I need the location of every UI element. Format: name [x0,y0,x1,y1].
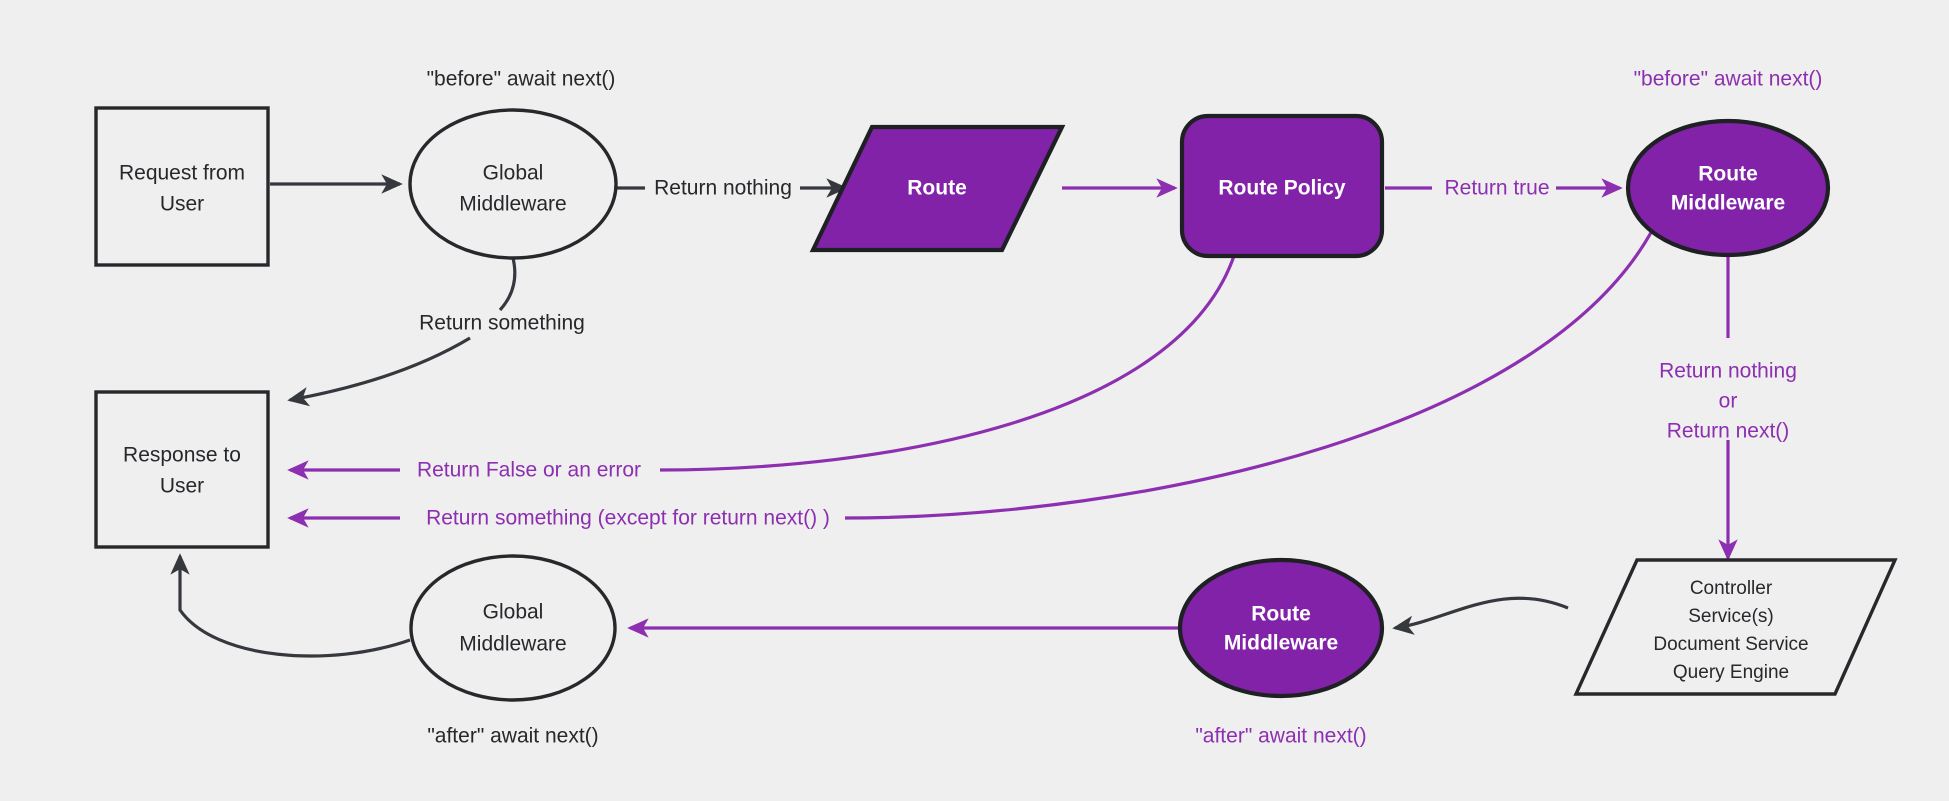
response-to-user-label-line2: User [160,475,204,498]
global-middleware-top-ellipse [408,108,618,260]
node-route-middleware-top[interactable]: Route Middleware [1625,118,1831,258]
edge-global-middleware-to-response [287,336,471,407]
edge-label-return-nothing-or-next-line3: Return next() [1667,420,1790,443]
route-policy-label: Route Policy [1218,177,1346,200]
edge-global-middleware-return-something-stub [498,257,517,312]
request-from-user-label-line1: Request from [119,162,245,185]
edge-global-middleware-bottom-to-response [170,553,411,658]
annotation-after-await-next-route: "after" await next() [1195,725,1366,748]
response-to-user-box [94,390,270,549]
edge-label-return-something-except-next: Return something (except for return next… [426,507,830,530]
route-middleware-bottom-ellipse [1177,557,1385,699]
edge-label-return-something: Return something [419,312,585,335]
annotation-after-await-next-global: "after" await next() [427,725,598,748]
global-middleware-bottom-label-line2: Middleware [459,633,566,656]
node-route-middleware-bottom[interactable]: Route Middleware [1177,557,1385,699]
node-route-policy[interactable]: Route Policy [1179,113,1385,259]
global-middleware-bottom-ellipse [409,554,617,702]
edge-label-return-nothing: Return nothing [654,177,792,200]
annotation-before-await-next-global: "before" await next() [427,68,616,91]
edge-controller-to-route-middleware-bottom [1392,596,1569,635]
global-middleware-top-label-line1: Global [483,162,544,185]
route-label: Route [907,177,967,200]
edge-label-return-nothing-or-next-line2: or [1719,390,1738,413]
edge-label-return-nothing-or-next-line1: Return nothing [1659,360,1797,383]
controller-label-line3: Document Service [1653,634,1808,655]
edge-route-policy-to-response-curve [659,252,1237,472]
node-route[interactable]: Route [809,124,1066,253]
response-to-user-label-line1: Response to [123,444,241,467]
route-parallelogram [809,124,1066,253]
request-from-user-label-line2: User [160,193,204,216]
global-middleware-top-label-line2: Middleware [459,193,566,216]
route-policy-box [1179,113,1385,259]
route-middleware-top-ellipse [1625,118,1831,258]
controller-label-line4: Query Engine [1673,662,1789,683]
node-request-from-user[interactable]: Request from User [94,106,270,267]
route-middleware-top-label-line1: Route [1698,163,1758,186]
node-global-middleware-top[interactable]: Global Middleware [408,108,618,260]
node-global-middleware-bottom[interactable]: Global Middleware [409,554,617,702]
route-middleware-top-label-line2: Middleware [1671,192,1785,215]
controller-label-line2: Service(s) [1688,606,1774,627]
global-middleware-bottom-label-line1: Global [483,601,544,624]
node-controller[interactable]: Controller Service(s) Document Service Q… [1573,558,1898,696]
node-response-to-user[interactable]: Response to User [94,390,270,549]
controller-parallelogram [1573,558,1898,696]
request-from-user-box [94,106,270,267]
route-middleware-bottom-label-line1: Route [1251,603,1311,626]
annotation-before-await-next-route: "before" await next() [1634,68,1823,91]
edge-label-return-false-or-error: Return False or an error [417,459,641,482]
route-middleware-bottom-label-line2: Middleware [1224,632,1338,655]
edge-route-middleware-to-response-curve [844,214,1662,520]
controller-label-line1: Controller [1690,578,1773,599]
edge-label-return-true: Return true [1444,177,1549,200]
